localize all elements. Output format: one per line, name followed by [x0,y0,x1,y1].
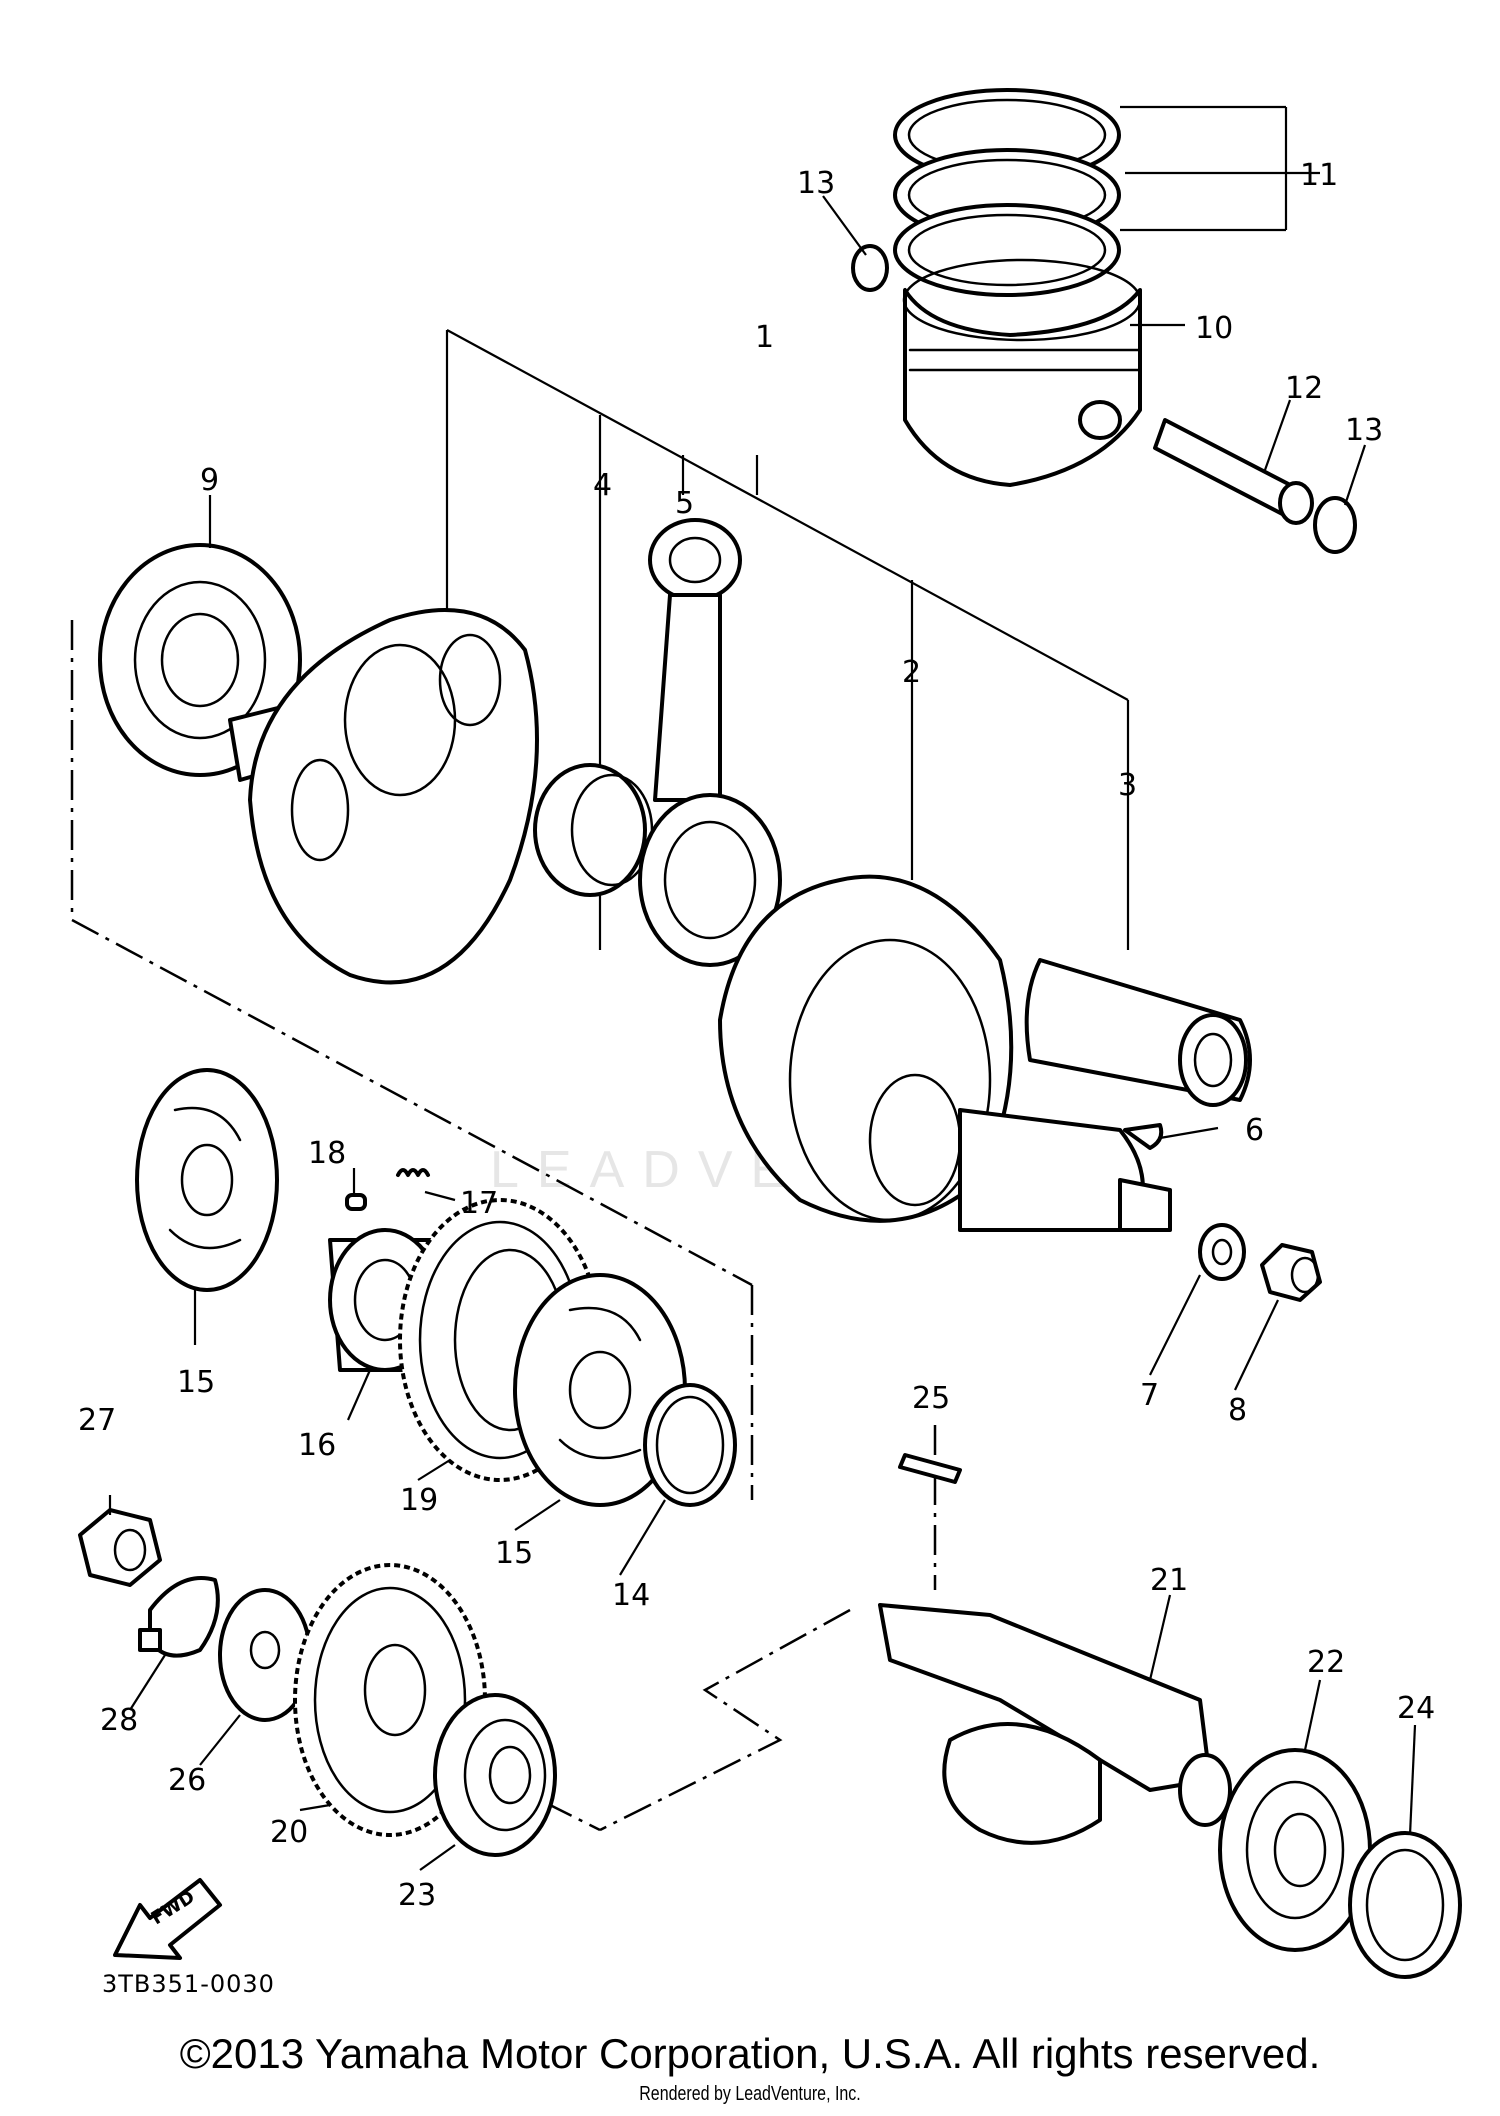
piston-rings [893,88,1121,297]
callout-23: 23 [398,1878,436,1913]
callout-18: 18 [308,1136,346,1171]
pin [345,1193,367,1211]
callout-14: 14 [612,1578,650,1613]
callout-1: 1 [755,320,774,355]
balancer-shaft [878,1603,1232,1845]
callout-24: 24 [1397,1691,1435,1726]
callout-13-right: 13 [1345,413,1383,448]
oil-seal [1348,1831,1462,1979]
callout-5: 5 [675,486,694,521]
callout-22: 22 [1307,1645,1345,1680]
callout-21: 21 [1150,1563,1188,1598]
callout-leaders [108,105,1417,1871]
bearing-23 [433,1693,557,1857]
callout-6: 6 [1245,1113,1264,1148]
callout-17: 17 [460,1186,498,1221]
diagram-code: 3TB351-0030 [102,1970,275,1998]
callout-2: 2 [902,655,921,690]
callout-7: 7 [1140,1378,1159,1413]
callout-3: 3 [1118,768,1137,803]
rendered-by-credit: Rendered by LeadVenture, Inc. [639,2083,861,2105]
nut-crank [1260,1243,1322,1302]
nut-27 [78,1508,162,1587]
lock-washer [138,1576,220,1658]
plate-left [135,1068,279,1292]
callout-9: 9 [200,463,219,498]
callout-19: 19 [400,1483,438,1518]
assembly-bracket-lines [445,329,1130,950]
piston-pin [1153,418,1314,525]
callout-12: 12 [1285,371,1323,406]
piston [902,258,1142,487]
callout-25: 25 [912,1381,950,1416]
spring [396,1168,430,1177]
callout-20: 20 [270,1815,308,1850]
copyright-notice: ©2013 Yamaha Motor Corporation, U.S.A. A… [179,2030,1321,2077]
callout-16: 16 [298,1428,336,1463]
callout-15-left: 15 [177,1365,215,1400]
callout-4: 4 [593,468,612,503]
connecting-rod [638,518,782,967]
crank-web-left [228,608,539,985]
callout-26: 26 [168,1763,206,1798]
woodruff-key [1123,1123,1164,1150]
washer-26 [218,1588,312,1722]
callout-15-right: 15 [495,1536,533,1571]
callout-28: 28 [100,1703,138,1738]
fwd-arrow-icon: FWD [113,1878,222,1960]
callout-numbers: 1 2 3 4 5 6 7 8 9 10 11 12 13 13 14 15 1… [78,158,1435,1913]
callout-8: 8 [1228,1393,1247,1428]
callout-27: 27 [78,1403,116,1438]
callout-10: 10 [1195,311,1233,346]
ring-14 [643,1383,737,1507]
bearing-22 [1218,1748,1372,1952]
needle-bearing [533,763,654,897]
callout-13-left: 13 [797,166,835,201]
crank-web-right [718,874,1172,1232]
circlip-right [1313,496,1357,554]
washer [1198,1223,1246,1281]
crank-pin [1024,958,1252,1107]
circlip-left [851,244,889,292]
callout-11: 11 [1300,158,1338,193]
key-25 [898,1453,962,1484]
